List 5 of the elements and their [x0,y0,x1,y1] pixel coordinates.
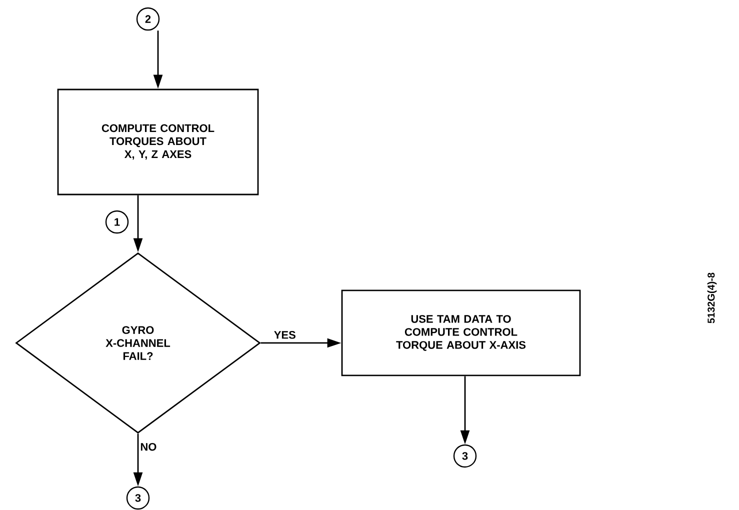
figure-number: 5132G(4)-8 [707,272,717,324]
edge-label: YES [274,331,296,339]
process-box: COMPUTE CONTROL TORQUES ABOUT X, Y, Z AXES [57,88,259,196]
edge-label: NO [140,442,156,451]
process-box: USE TAM DATA TO COMPUTE CONTROL TORQUE ABOUT X-AXIS [341,290,581,376]
